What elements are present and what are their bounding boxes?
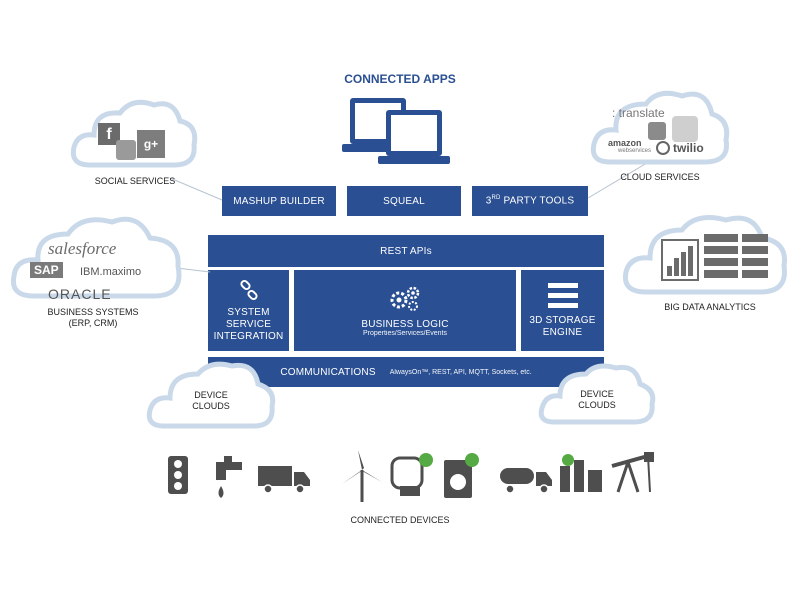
social-services-caption: SOCIAL SERVICES <box>94 176 176 186</box>
truck-icon <box>258 466 310 494</box>
mashup-builder-box: MASHUP BUILDER <box>222 186 336 216</box>
rest-apis-label: REST APIs <box>380 245 432 257</box>
storage-engine-label: 3D STORAGE ENGINE <box>529 314 596 338</box>
twitter-logo <box>116 140 136 160</box>
facebook-letter: f <box>106 126 112 143</box>
washing-machine-icon <box>444 453 479 498</box>
business-systems-caption: BUSINESS SYSTEMS <box>47 307 139 317</box>
oracle-logo: ORACLE <box>48 286 112 302</box>
laptops-icon <box>342 98 450 164</box>
gplus-letters: g+ <box>143 137 159 151</box>
mashup-builder-label: MASHUP BUILDER <box>233 195 325 207</box>
communications-label: COMMUNICATIONS <box>280 366 376 378</box>
factory-icon <box>560 454 602 492</box>
gears-icon <box>390 286 420 311</box>
ibm-maximo-logo: IBM.maximo <box>80 266 142 278</box>
business-logic-box: BUSINESS LOGIC Properties/Services/Event… <box>294 270 516 351</box>
twilio-icon <box>656 141 670 155</box>
gplus-logo: g+ <box>137 130 165 158</box>
salesforce-logo: salesforce <box>48 239 117 258</box>
amazon-sub-logo: webservices <box>618 148 652 154</box>
business-logic-label: BUSINESS LOGIC <box>361 318 449 330</box>
communications-bar: COMMUNICATIONS AlwaysOn™, REST, API, MQT… <box>208 357 604 387</box>
data-table-icon <box>704 234 768 278</box>
device-clouds-left-cloud <box>146 361 276 429</box>
translate-logo: : translate <box>612 106 665 120</box>
system-service-label: SYSTEM SERVICE INTEGRATION <box>213 306 284 342</box>
system-service-integration-box: SYSTEM SERVICE INTEGRATION <box>208 270 289 351</box>
squeal-box: SQUEAL <box>347 186 461 216</box>
device-clouds-right-cloud <box>538 363 656 425</box>
water-tap-icon <box>216 456 242 498</box>
storage-engine-box: 3D STORAGE ENGINE <box>521 270 604 351</box>
app-badge-icon <box>672 116 698 142</box>
tanker-truck-icon <box>500 468 552 494</box>
wind-turbine-icon <box>342 450 382 502</box>
bar-chart-icon <box>661 239 699 281</box>
medical-device-icon <box>390 453 433 496</box>
third-party-prefix: 3 <box>485 195 492 207</box>
third-party-tools-label: 3RD PARTY TOOLS <box>486 195 575 206</box>
device-clouds-right-caption: DEVICE CLOUDS <box>578 389 616 410</box>
twilio-logo: twilio <box>673 141 704 155</box>
device-clouds-left-caption: DEVICE CLOUDS <box>192 390 230 411</box>
amazon-logo: amazon <box>608 138 642 148</box>
business-logic-sub: Properties/Services/Events <box>362 329 448 337</box>
oil-pump-icon <box>611 452 654 493</box>
cloud-services-caption: CLOUD SERVICES <box>620 172 700 182</box>
big-data-caption: BIG DATA ANALYTICS <box>664 302 756 312</box>
rest-apis-bar: REST APIs <box>208 235 604 267</box>
storage-bars-icon <box>547 282 578 308</box>
third-party-sup: RD <box>491 195 501 202</box>
communications-sub: AlwaysOn™, REST, API, MQTT, Sockets, etc… <box>389 368 532 376</box>
facebook-logo: f <box>98 123 120 145</box>
traffic-light-icon <box>168 456 188 494</box>
sap-logo: SAP <box>30 262 63 278</box>
link-icon <box>239 279 258 300</box>
connected-devices-caption: CONNECTED DEVICES <box>350 515 450 525</box>
third-party-suffix: PARTY TOOLS <box>500 195 575 207</box>
social-services-cloud <box>70 99 198 168</box>
third-party-tools-box: 3RD PARTY TOOLS <box>472 186 588 216</box>
rss-icon <box>648 122 666 140</box>
squeal-label: SQUEAL <box>383 195 425 207</box>
connected-apps-title: CONNECTED APPS <box>344 72 456 86</box>
business-systems-sub-caption: (ERP, CRM) <box>68 318 118 328</box>
